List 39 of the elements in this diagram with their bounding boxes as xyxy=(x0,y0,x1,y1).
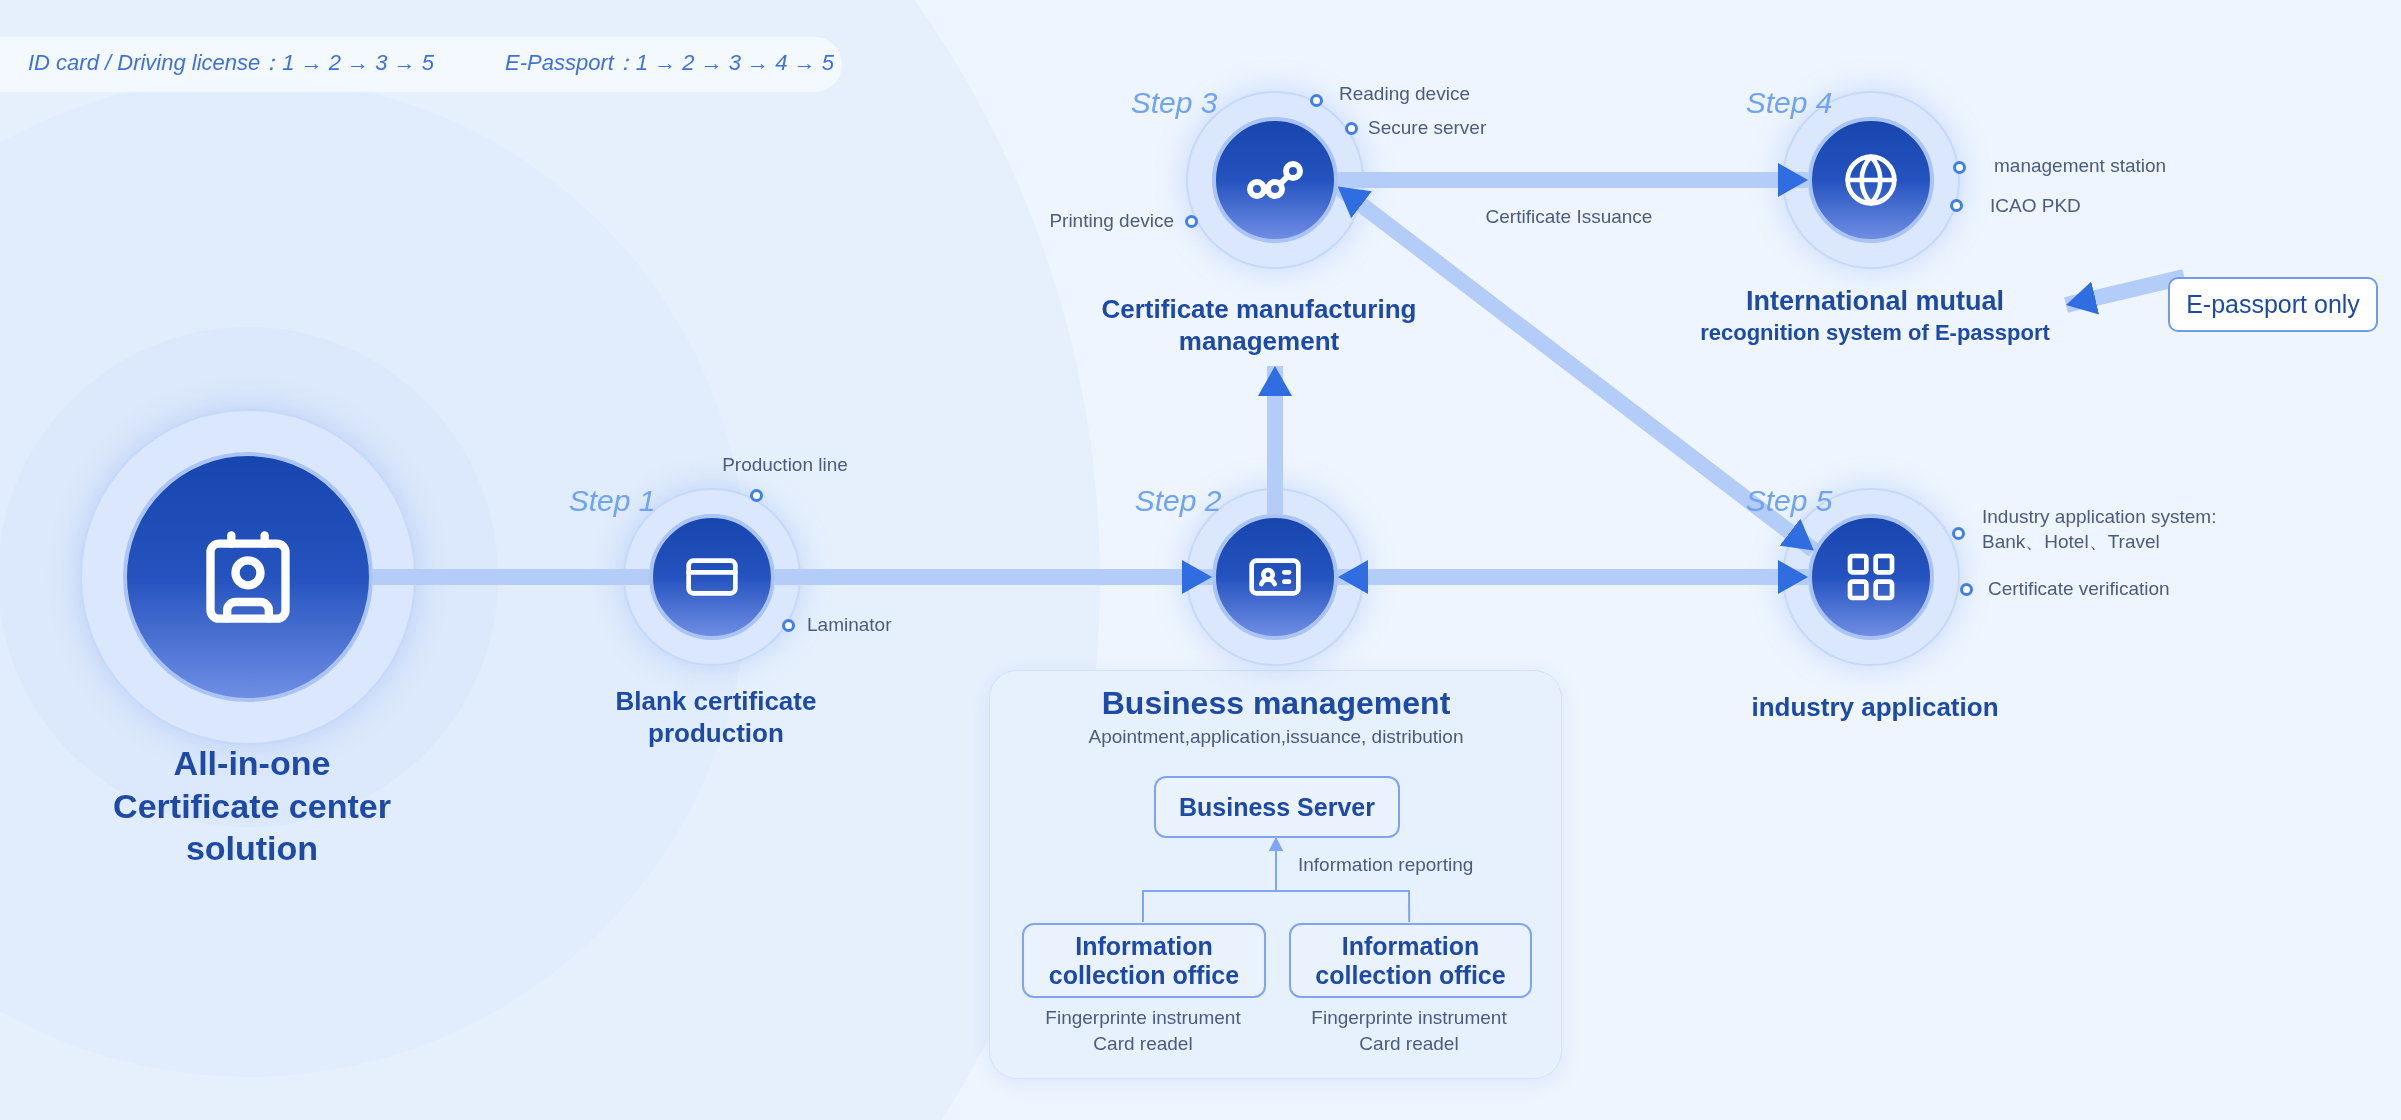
feature-label: ICAO PKD xyxy=(1990,193,2081,218)
feature-label: Fingerprinte instrument xyxy=(1311,1006,1507,1030)
process-box: Information collection office xyxy=(1289,923,1532,998)
feature-label: management station xyxy=(1994,153,2167,178)
track-arrow xyxy=(1338,560,1808,594)
node-title: Certificate manufacturing management xyxy=(1100,294,1418,358)
feature-label: Production line xyxy=(722,453,848,477)
feature-label: Printing device xyxy=(1049,208,1174,233)
feature-label: Industry application system: Bank、Hotel、Travel xyxy=(1982,505,2218,554)
node-title: Blank certificate production xyxy=(614,686,818,750)
step-label: Step 3 xyxy=(1130,88,1218,118)
panel-subtitle: Apointment,application,issuance, distribution xyxy=(1088,727,1464,746)
group-panel xyxy=(989,670,1562,1079)
node-title: International mutual xyxy=(1746,288,2004,315)
node-subtitle: recognition system of E-passport xyxy=(1700,322,2050,344)
feature-label: Secure server xyxy=(1368,115,1487,140)
arrow xyxy=(1269,836,1411,923)
step-label: Step 2 xyxy=(1134,486,1222,516)
step-label: Step 5 xyxy=(1745,486,1833,516)
track-arrow xyxy=(1258,366,1292,514)
feature-label: Certificate verification xyxy=(1988,576,2170,601)
route-note: E-Passport：1 → 2 → 3 → 4 → 5 xyxy=(505,52,834,74)
feature-label: Reading device xyxy=(1339,81,1470,106)
node-title: All-in-one Certificate center solution xyxy=(112,743,392,869)
process-box: Business Server xyxy=(1154,776,1400,838)
step-label: Step 1 xyxy=(568,486,656,516)
feature-label: Card readel xyxy=(1359,1032,1459,1056)
panel-title: Business management xyxy=(1101,687,1451,719)
step-label: Step 4 xyxy=(1745,88,1833,118)
track-arrow xyxy=(775,560,1212,594)
feature-label: Card readel xyxy=(1093,1032,1193,1056)
feature-label: Laminator xyxy=(807,612,892,637)
feature-label: Fingerprinte instrument xyxy=(1045,1006,1241,1030)
route-note: ID card / Driving license：1 → 2 → 3 → 5 xyxy=(28,52,434,74)
node-title: industry application xyxy=(1750,692,2000,724)
process-box: Information collection office xyxy=(1022,923,1266,998)
track-arrow xyxy=(2064,269,2187,315)
track-arrow xyxy=(1338,163,1808,197)
tag-box: E-passport only xyxy=(2168,277,2378,332)
